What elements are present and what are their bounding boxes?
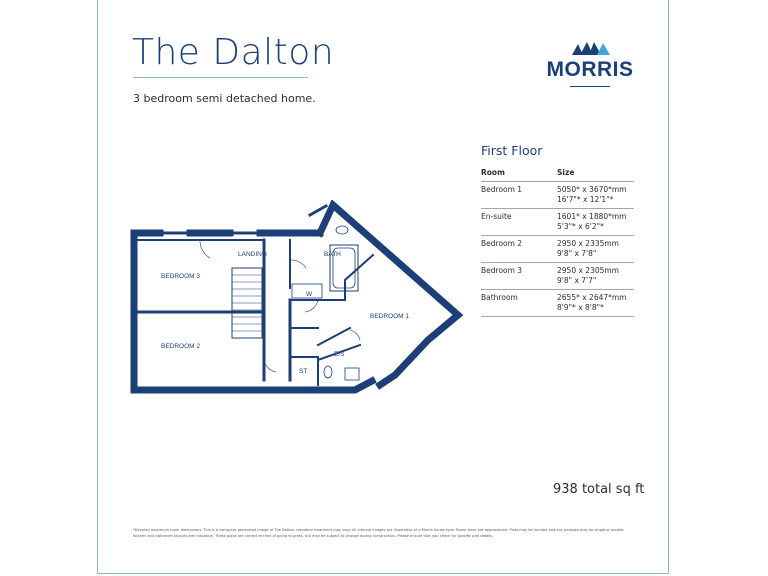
label-bedroom1: BEDROOM 1 — [370, 313, 409, 320]
page-subtitle: 3 bedroom semi detached home. — [133, 92, 316, 105]
label-bath: BATH — [324, 251, 341, 258]
room-size-imperial: 5'3"* x 6'2"* — [557, 222, 604, 231]
total-area: 938 total sq ft — [553, 482, 645, 497]
col-size-header: Size — [557, 168, 575, 177]
title-divider — [133, 77, 308, 78]
room-name: Bathroom — [481, 293, 518, 302]
schedule-header: Room Size — [481, 168, 634, 182]
label-bedroom3: BEDROOM 3 — [161, 273, 200, 280]
room-size-imperial: 9'8" x 7'8" — [557, 249, 597, 258]
room-name: En-suite — [481, 212, 512, 221]
room-name: Bedroom 2 — [481, 239, 523, 248]
room-size-metric: 2950 x 2305mm — [557, 266, 619, 275]
room-size-metric: 5050* x 3670*mm — [557, 185, 627, 194]
label-store: ST — [299, 368, 307, 375]
room-size-metric: 2655* x 2647*mm — [557, 293, 627, 302]
room-schedule: First Floor Room Size Bedroom 1 5050* x … — [481, 143, 634, 317]
disclaimer-text: *Denotes maximum room dimensions. This i… — [133, 528, 625, 538]
room-name: Bedroom 1 — [481, 185, 523, 194]
floor-plan: BEDROOM 3 BEDROOM 2 LANDING BATH W BEDRO… — [130, 200, 464, 394]
room-size-imperial: 16'7"* x 12'1"* — [557, 195, 614, 204]
label-bedroom2: BEDROOM 2 — [161, 343, 200, 350]
brochure-sheet — [97, 0, 669, 574]
label-wardrobe: W — [306, 291, 313, 298]
label-landing: LANDING — [238, 251, 267, 258]
label-ensuite: E/S — [334, 351, 345, 358]
morris-logo-icon — [572, 42, 610, 55]
logo-underline — [570, 86, 610, 87]
floor-label: First Floor — [481, 143, 543, 158]
room-size-imperial: 8'9"* x 8'8"* — [557, 303, 604, 312]
room-size-metric: 2950 x 2335mm — [557, 239, 619, 248]
room-name: Bedroom 3 — [481, 266, 523, 275]
col-room-header: Room — [481, 168, 505, 177]
logo-wordmark: MORRIS — [546, 58, 634, 81]
room-size-imperial: 9'8" x 7'7" — [557, 276, 597, 285]
room-size-metric: 1601* x 1880*mm — [557, 212, 627, 221]
page-title: The Dalton — [132, 32, 335, 73]
